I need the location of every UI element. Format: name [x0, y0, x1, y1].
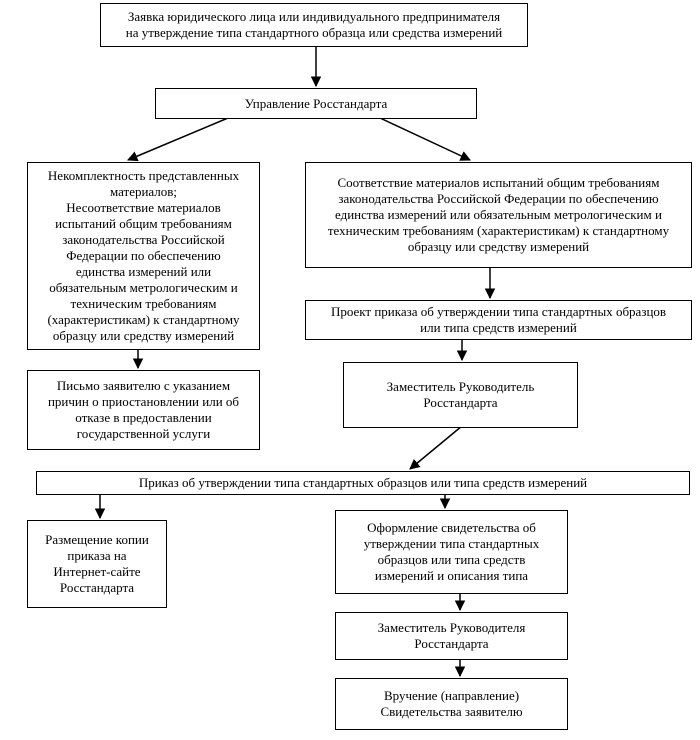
draft-order-box: Проект приказа об утверждении типа станд…	[305, 300, 692, 340]
application-box: Заявка юридического лица или индивидуаль…	[100, 3, 528, 47]
letter-box: Письмо заявителю с указанием причин о пр…	[27, 370, 260, 450]
incomplete-box: Некомплектность представленных материало…	[27, 162, 260, 350]
publication-text: Размещение копии приказа на Интернет-сай…	[45, 532, 149, 595]
letter-text: Письмо заявителю с указанием причин о пр…	[47, 378, 240, 441]
order-text: Приказ об утверждении типа стандартных о…	[138, 475, 588, 490]
application-text: Заявка юридического лица или индивидуаль…	[125, 9, 503, 40]
publication-box: Размещение копии приказа на Интернет-сай…	[27, 520, 167, 608]
certificate-box: Оформление свидетельства об утверждении …	[335, 510, 568, 594]
arrow-deputy1-to-order	[409, 425, 463, 470]
incomplete-text: Некомплектность представленных материало…	[47, 168, 240, 343]
delivery-box: Вручение (направление) Свидетельства зая…	[335, 678, 568, 730]
department-text: Управление Росстандарта	[244, 95, 388, 111]
deputy-head-box-1: Заместитель Руководитель Росстандарта	[343, 362, 578, 428]
deputy-head-text-1: Заместитель Руководитель Росстандарта	[386, 379, 535, 410]
draft-order-text: Проект приказа об утверждении типа станд…	[330, 304, 667, 335]
deputy-head-box-2: Заместитель Руководителя Росстандарта	[335, 612, 568, 660]
order-box: Приказ об утверждении типа стандартных о…	[36, 471, 690, 495]
arrow-department-to-incomplete	[127, 117, 229, 162]
compliance-text: Соответствие материалов испытаний общим …	[327, 175, 670, 254]
department-box: Управление Росстандарта	[155, 88, 477, 119]
arrow-department-to-compliance	[379, 117, 471, 161]
deputy-head-text-2: Заместитель Руководителя Росстандарта	[377, 620, 526, 651]
compliance-box: Соответствие материалов испытаний общим …	[305, 162, 692, 268]
delivery-text: Вручение (направление) Свидетельства зая…	[380, 688, 523, 719]
certificate-text: Оформление свидетельства об утверждении …	[363, 520, 540, 583]
